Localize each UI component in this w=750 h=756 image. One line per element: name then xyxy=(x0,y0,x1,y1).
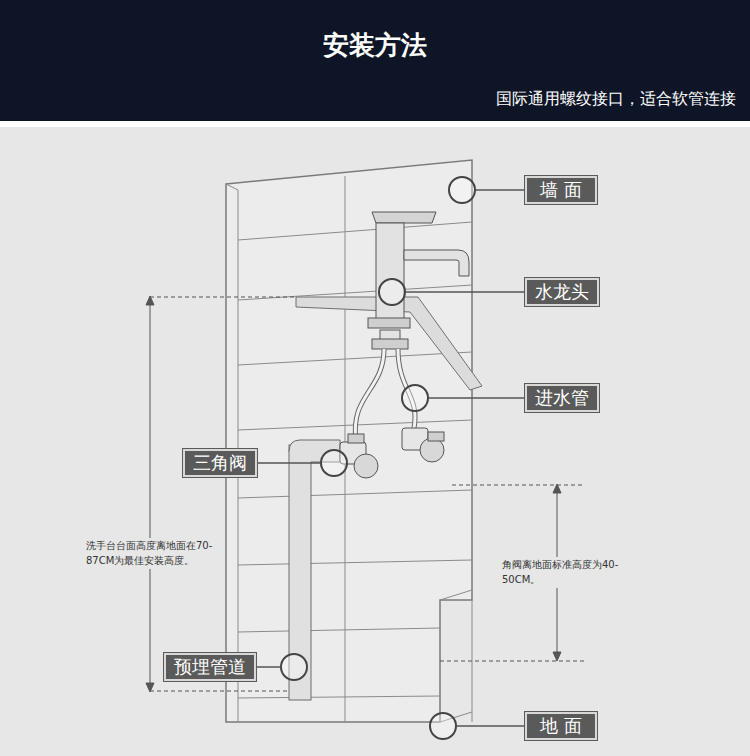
label-text: 预埋管道 xyxy=(166,656,254,678)
angle-valve-label: 三角阀 xyxy=(183,449,257,477)
subtitle: 国际通用螺纹接口，适合软管连接 xyxy=(496,89,736,110)
embedded-pipe-label: 预埋管道 xyxy=(164,653,256,681)
faucet-label: 水龙头 xyxy=(525,278,599,306)
label-text: 进水管 xyxy=(527,387,597,409)
valve-height-note: 角阀离地面标准高度为40-50CM。 xyxy=(500,557,634,588)
label-text: 地 面 xyxy=(527,715,595,737)
label-text: 墙 面 xyxy=(527,179,595,201)
label-text: 三角阀 xyxy=(185,452,255,474)
wall-label: 墙 面 xyxy=(525,176,597,204)
page-title: 安装方法 xyxy=(323,28,427,63)
inlet-hose-label: 进水管 xyxy=(525,384,599,412)
floor-label: 地 面 xyxy=(525,712,597,740)
height-note: 洗手台台面高度离地面在70-87CM为最佳安装高度。 xyxy=(84,538,220,569)
label-text: 水龙头 xyxy=(527,281,597,303)
